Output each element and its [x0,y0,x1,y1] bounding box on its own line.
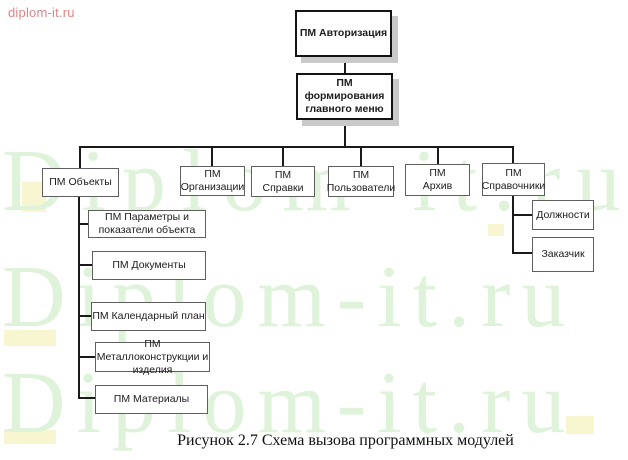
connector-drop-archive [437,146,439,165]
connector-drop-users [360,146,362,167]
connector-stub-positions [512,214,532,216]
connector-stub-calendar [78,315,92,317]
connector-stub-params [78,223,89,225]
flow-node-documents: ПМ Документы [92,251,206,280]
connector-stub-metal [78,356,96,358]
connector-drop-certificates [282,146,284,167]
flow-node-positions: Должности [532,200,594,230]
flow-node-certificates: ПМ Справки [251,166,315,197]
connector-stub-materials [78,397,96,399]
watermark-artifact [488,224,504,236]
figure-caption: Рисунок 2.7 Схема вызова программных мод… [177,432,514,449]
connector-menu-to-rail [344,120,346,147]
connector-drop-catalogs [512,146,514,164]
connector-stub-customer [512,252,532,254]
watermark-artifact [566,416,594,434]
connector-rail [79,146,514,148]
flow-node-main-menu: ПМ формирования главного меню [296,73,393,120]
flow-node-metal-products: ПМ Металлоконструкции и изделия [95,337,210,376]
site-brand-text: diplom-it.ru [8,5,75,20]
connector-stub-documents [78,264,93,266]
flow-node-users: ПМ Пользователи [327,166,395,197]
connector-drop-organizations [211,146,213,167]
flow-node-authorization: ПМ Авторизация [295,10,392,57]
watermark-text: Diplom-it.ru [2,249,577,346]
flow-node-objects: ПМ Объекты [42,168,119,197]
connector-auth-to-menu [344,57,346,73]
flow-node-organizations: ПМ Организации [180,166,245,196]
flow-node-calendar-plan: ПМ Календарный план [91,302,206,331]
flow-node-object-params: ПМ Параметры и показатели объекта [88,210,206,238]
flow-node-archive: ПМ Архив [405,164,470,196]
connector-catalogs-spine [512,196,514,254]
connector-drop-objects [79,146,81,169]
watermark-artifact [4,430,56,444]
flow-node-materials: ПМ Материалы [95,385,208,414]
watermark-artifact [4,330,56,346]
flow-node-catalogs: ПМ Справочники [482,163,545,196]
connector-objects-spine [78,197,80,399]
flow-node-customer: Заказчик [532,237,594,272]
